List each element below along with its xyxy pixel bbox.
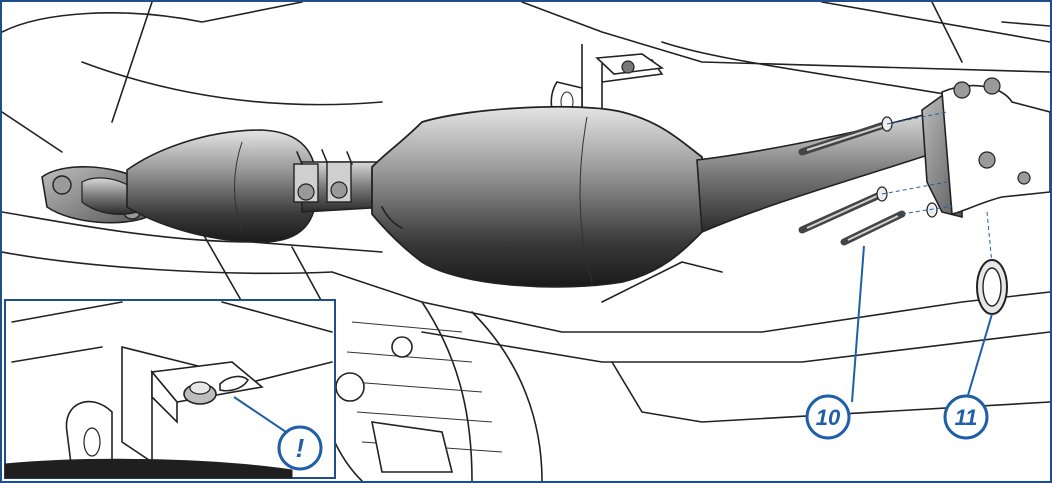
wheel (316, 301, 543, 481)
callout-10: 10 (805, 394, 851, 440)
warning-leader-line (233, 396, 287, 433)
main-catalytic-converter (371, 105, 703, 288)
front-flange (41, 166, 148, 224)
gasket-ring (976, 259, 1008, 315)
detail-inset: ! (4, 299, 336, 479)
callout-10-label: 10 (816, 405, 841, 430)
warning-icon: ! (296, 433, 305, 463)
pipe-clamps (293, 149, 388, 213)
callout-11: 11 (943, 394, 989, 440)
flange-bolts (798, 111, 993, 265)
front-catalytic-converter (126, 129, 318, 243)
bolt-lower (840, 202, 938, 246)
callout-11-label: 11 (955, 405, 978, 430)
bolt-leader-line (851, 245, 865, 403)
warning-callout: ! (277, 425, 323, 471)
gasket-leader-line (965, 313, 993, 403)
rear-flange (921, 77, 1050, 219)
chassis-outline (2, 2, 1050, 423)
